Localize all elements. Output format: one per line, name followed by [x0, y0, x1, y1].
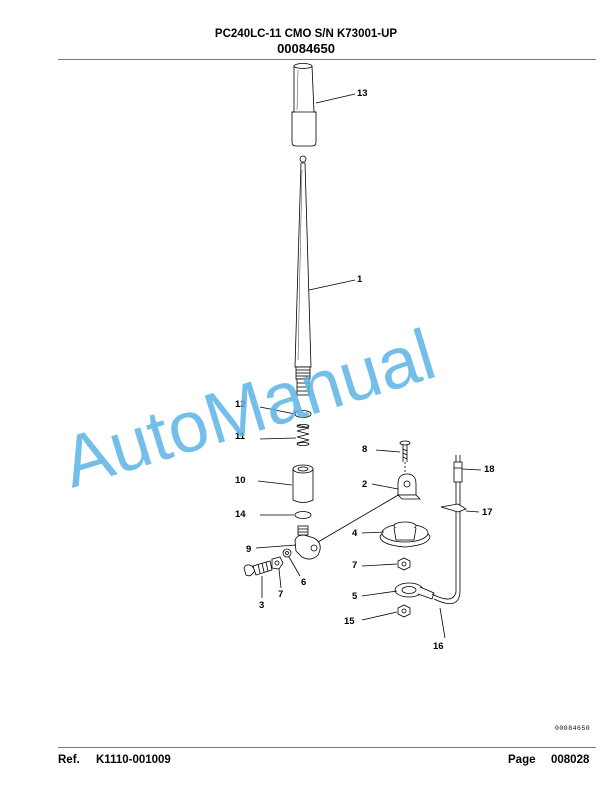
- callout-6: 6: [301, 577, 307, 588]
- callout-13: 13: [357, 88, 368, 99]
- callout-7-left: 7: [278, 589, 284, 600]
- part-1-rod: [294, 155, 312, 396]
- part-4-base: [379, 521, 431, 548]
- ref-value: K1110-001009: [96, 754, 171, 766]
- part-16-cable: [431, 482, 461, 605]
- drawing-code: 00084650: [555, 725, 591, 732]
- header-divider: [58, 59, 596, 60]
- callout-12: 12: [235, 399, 246, 410]
- callout-14: 14: [235, 509, 246, 520]
- part-14-oring: [294, 511, 312, 519]
- callout-9: 9: [246, 544, 252, 555]
- part-7-nut-left: [271, 556, 284, 570]
- callout-15: 15: [344, 616, 355, 627]
- callout-16: 16: [433, 641, 444, 652]
- callout-11: 11: [235, 431, 246, 442]
- callout-8: 8: [362, 444, 368, 455]
- part-8-screw: [399, 440, 411, 462]
- callout-18: 18: [484, 464, 495, 475]
- page-value: 008028: [551, 754, 590, 766]
- callout-1: 1: [357, 274, 363, 285]
- part-15-nut: [397, 604, 411, 618]
- page-label: Page: [508, 754, 536, 766]
- part-11-spring: [296, 424, 310, 446]
- part-2-bracket: [397, 473, 421, 500]
- part-17-clamp: [440, 503, 467, 513]
- callout-10: 10: [235, 475, 246, 486]
- callout-5: 5: [352, 591, 358, 602]
- callout-3: 3: [259, 600, 265, 611]
- part-9-ball-mount: [294, 525, 321, 560]
- ref-label: Ref.: [58, 754, 80, 766]
- part-6-washer: [282, 548, 292, 558]
- part-7-nut-right: [397, 557, 411, 571]
- page-title: PC240LC-11 CMO S/N K73001-UP: [214, 28, 398, 40]
- callout-17: 17: [482, 507, 493, 518]
- part-5-terminal: [394, 582, 435, 600]
- part-13-cap: [291, 63, 317, 147]
- footer-divider: [58, 747, 596, 748]
- part-12-oring: [294, 410, 312, 418]
- part-3-wing-bolt: [243, 560, 273, 577]
- callout-7-right: 7: [352, 560, 358, 571]
- callout-2: 2: [362, 479, 368, 490]
- part-10-sleeve: [292, 464, 314, 503]
- part-18-connector: [453, 455, 463, 483]
- part-number: 00084650: [277, 41, 335, 56]
- callout-4: 4: [352, 528, 358, 539]
